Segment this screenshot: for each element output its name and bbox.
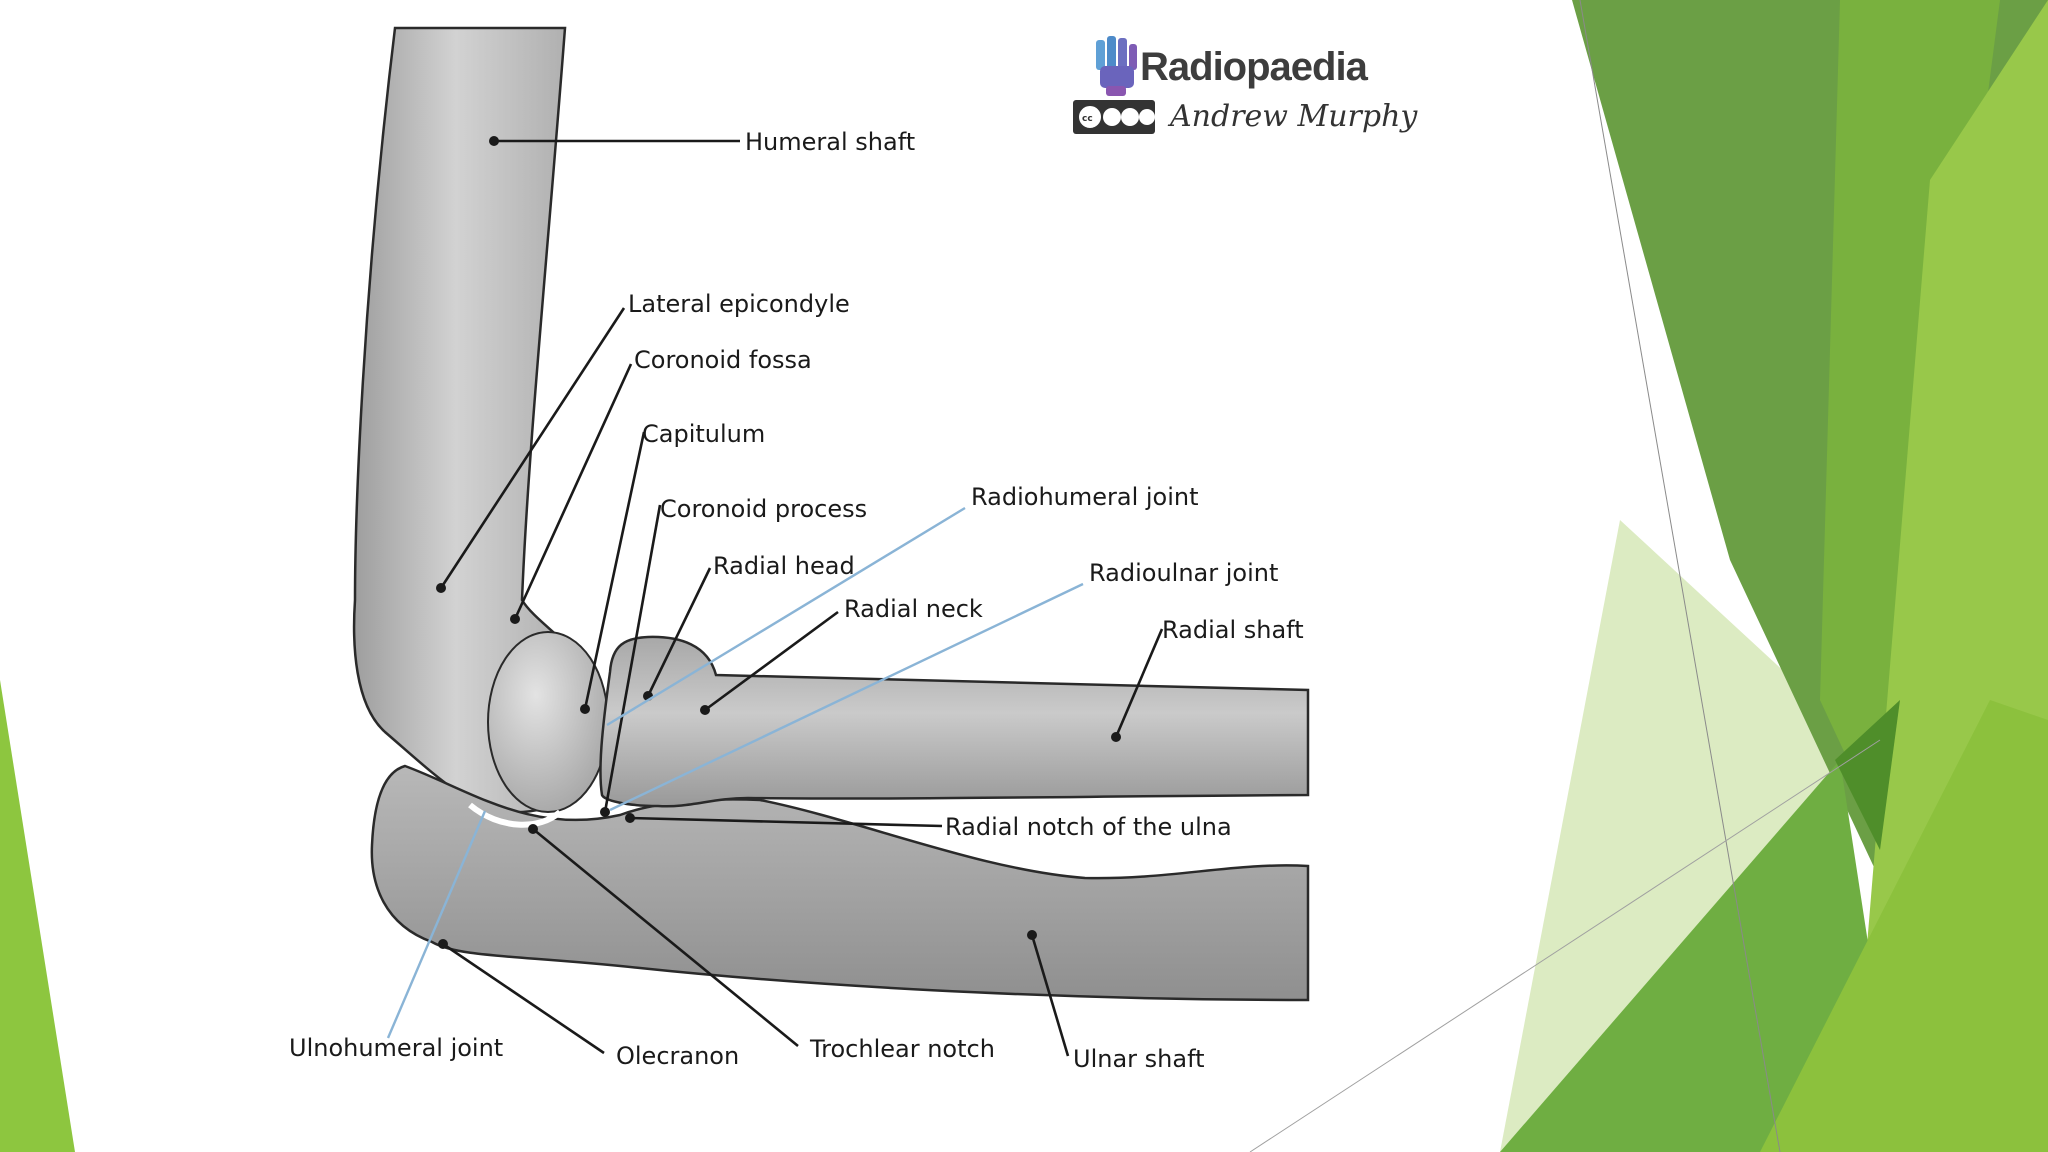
radial-notch-point — [625, 813, 635, 823]
olecranon-leader — [442, 942, 605, 1055]
right-bottom-shape — [1500, 760, 1900, 1152]
radiohumeral-joint-leader — [606, 506, 966, 727]
label-radioulnar-joint: Radioulnar joint — [1089, 559, 1278, 587]
label-coronoid-fossa: Coronoid fossa — [634, 346, 812, 374]
label-olecranon: Olecranon — [616, 1042, 739, 1070]
right-deep-shape — [1835, 700, 1900, 850]
label-trochlear-notch: Trochlear notch — [809, 1035, 995, 1063]
coronoid-fossa-point — [510, 614, 520, 624]
radial-shaft-point — [1111, 732, 1121, 742]
right-pale-shape — [1500, 520, 1880, 1152]
capitulum-shape — [487, 631, 609, 813]
label-ulnar-shaft: Ulnar shaft — [1073, 1045, 1205, 1073]
label-coronoid-process: Coronoid process — [660, 495, 867, 523]
capitulum-point — [580, 704, 590, 714]
elbow-illustration — [352, 26, 1310, 1002]
left-green-shape — [0, 680, 75, 1152]
lateral-epicondyle-point — [436, 583, 446, 593]
trochlear-notch-point — [528, 824, 538, 834]
trochlear-gap — [468, 802, 563, 828]
right-corner-shape — [1760, 700, 2048, 1152]
radial-shaft-leader — [1114, 628, 1164, 738]
label-radiohumeral-joint: Radiohumeral joint — [971, 483, 1199, 511]
humeral-shaft-point — [489, 136, 499, 146]
radioulnar-joint-leader — [609, 582, 1084, 812]
coronoid-process-point — [600, 807, 610, 817]
ulnar-shaft-leader — [1030, 934, 1070, 1057]
label-humeral-shaft: Humeral shaft — [745, 128, 915, 156]
lateral-epicondyle-leader — [439, 307, 626, 589]
label-ulnohumeral-joint: Ulnohumeral joint — [289, 1034, 503, 1062]
olecranon-point — [438, 939, 448, 949]
label-radial-head: Radial head — [713, 552, 855, 580]
label-radial-shaft: Radial shaft — [1162, 616, 1304, 644]
label-radial-neck: Radial neck — [844, 595, 983, 623]
coronoid-process-leader — [603, 504, 662, 813]
label-lateral-epicondyle: Lateral epicondyle — [628, 290, 850, 318]
trochlear-notch-leader — [532, 827, 799, 1048]
radial-head-leader — [646, 567, 712, 697]
label-radial-notch-of-the-ulna: Radial notch of the ulna — [945, 813, 1232, 841]
leader-lines — [436, 136, 1164, 1057]
brand-name: Radiopaedia — [1140, 45, 1369, 89]
thin-line-b — [1249, 739, 1881, 1152]
author-credit: Andrew Murphy — [1167, 99, 1418, 134]
diagram-labels: Humeral shaft Lateral epicondyle Coronoi… — [289, 128, 1304, 1073]
capitulum-leader — [583, 431, 646, 710]
ulnar-shaft-point — [1027, 930, 1037, 940]
hand-logo-icon — [1096, 36, 1137, 96]
svg-text:cc: cc — [1082, 114, 1093, 124]
radiopaedia-logo: Radiopaedia cc Andrew Murphy — [1073, 36, 1418, 134]
label-capitulum: Capitulum — [642, 420, 765, 448]
cc-license-icon: cc — [1073, 100, 1155, 134]
radial-neck-point — [700, 705, 710, 715]
ulnohumeral-joint-leader — [386, 810, 487, 1039]
radial-notch-leader — [629, 816, 943, 828]
joint-leader-lines — [386, 506, 1084, 1039]
radius-bone — [599, 635, 1310, 808]
radial-neck-leader — [704, 610, 839, 712]
coronoid-fossa-leader — [513, 363, 633, 620]
thin-line-a — [1579, 0, 1781, 1152]
